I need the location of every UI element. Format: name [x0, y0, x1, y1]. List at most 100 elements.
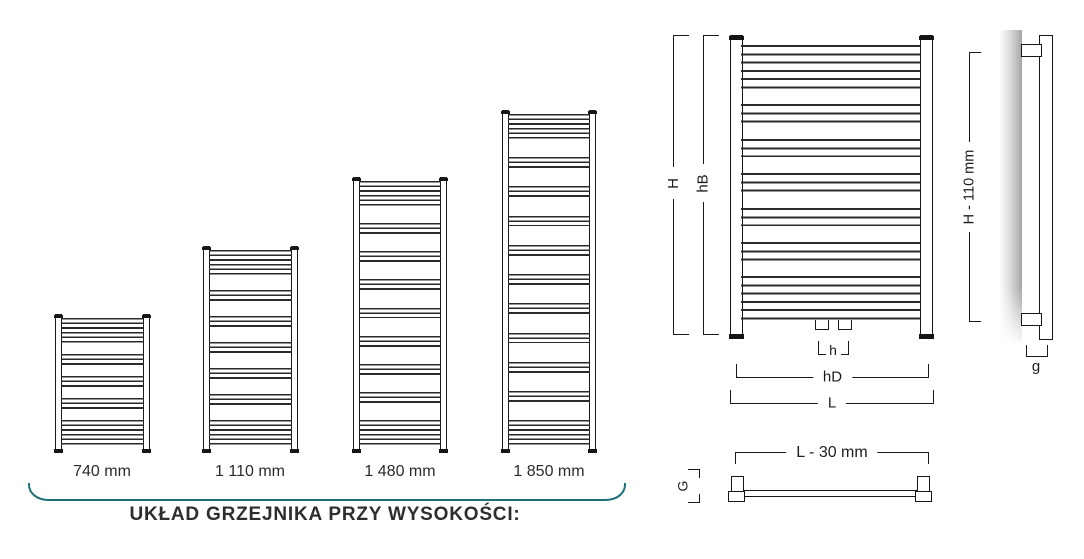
tube-group [209, 420, 292, 445]
dim-tick [673, 35, 689, 37]
tube-group [209, 368, 292, 379]
tube-group [741, 138, 920, 158]
tube-group [741, 45, 920, 89]
tube-group [508, 332, 590, 344]
radiator-figure-740 [53, 314, 152, 453]
wall-surface [999, 30, 1022, 345]
tube-group [508, 114, 590, 139]
rail-cap [53, 448, 64, 453]
dim-label-g: g [1031, 358, 1041, 375]
tube-group [359, 279, 441, 291]
dim-label-H110: H - 110 mm [956, 142, 982, 232]
rail-cap [201, 246, 212, 251]
top-view-cap [917, 476, 930, 492]
tube-group [359, 335, 441, 347]
collector-cap [919, 35, 934, 40]
height-label-1850: 1 850 mm [513, 463, 585, 480]
dim-tick [673, 333, 689, 335]
G-mark-bottom [688, 494, 700, 503]
tube-group [741, 173, 920, 192]
top-view-cap [731, 476, 744, 492]
radiator-figure-1850 [500, 110, 598, 453]
radiator-rail [289, 246, 300, 453]
rail-cap [587, 448, 598, 453]
dim-label-hD: hD [812, 368, 853, 386]
rail-cap [500, 110, 511, 115]
tube-group [508, 186, 590, 198]
wall-mount-top [1021, 44, 1042, 57]
connection-stub [838, 320, 852, 330]
tube-group [209, 315, 292, 327]
tube-group [359, 222, 441, 234]
rail-cap [289, 246, 300, 251]
radiator-side-profile [1039, 35, 1053, 340]
tube-group [508, 420, 590, 445]
tube-group [61, 398, 144, 410]
tube-group [209, 289, 292, 301]
rail-cap [141, 314, 152, 319]
tube-group [741, 104, 920, 123]
height-label-1480: 1 480 mm [364, 463, 436, 480]
radiator-rail [438, 177, 449, 453]
dim-bracket-hD: hD [736, 364, 929, 386]
wall-mount-bottom [1021, 313, 1042, 326]
tube-group [508, 244, 590, 256]
dim-label-L30: L - 30 mm [786, 444, 878, 462]
radiator-tubes [61, 318, 144, 445]
dim-bracket-L30: L - 30 mm [735, 444, 929, 464]
h-mark-right [841, 341, 849, 355]
tube-group [209, 250, 292, 275]
tube-group [61, 318, 144, 343]
dim-label-hB: hB [690, 164, 717, 202]
tube-group [359, 420, 441, 445]
tube-group [61, 376, 144, 387]
diagram-caption: UKŁAD GRZEJNIKA PRZY WYSOKOŚCI: [129, 504, 521, 525]
radiator-rail [141, 314, 152, 453]
top-view-tube [744, 490, 921, 497]
front-view-tubes [741, 45, 920, 320]
rail-cap [500, 448, 511, 453]
collector-right [919, 35, 934, 339]
tube-group [508, 361, 590, 373]
dim-tick [703, 35, 719, 37]
dim-label-G: G [674, 477, 691, 494]
tube-group [61, 353, 144, 365]
radiator-tubes [209, 250, 292, 445]
tube-group [359, 251, 441, 262]
connection-stub [815, 320, 829, 330]
tube-group [741, 207, 920, 227]
tube-group [508, 391, 590, 402]
collector-cap [729, 334, 744, 339]
tube-group [508, 274, 590, 285]
top-view-cap [915, 491, 932, 502]
rail-cap [438, 177, 449, 182]
height-label-740: 740 mm [73, 463, 131, 480]
collector-cap [729, 35, 744, 40]
tube-group [741, 276, 920, 320]
rail-cap [201, 448, 212, 453]
dim-label-h: h [829, 342, 837, 358]
dim-bracket-g [1026, 345, 1048, 357]
rail-cap [53, 314, 64, 319]
tube-group [741, 242, 920, 261]
group-brace [28, 483, 626, 501]
rail-cap [587, 110, 598, 115]
radiator-tubes [359, 181, 441, 445]
tube-group [209, 342, 292, 353]
tube-group [61, 420, 144, 445]
tube-group [359, 363, 441, 375]
dim-label-H: H [660, 167, 687, 199]
rail-cap [438, 448, 449, 453]
radiator-rail [587, 110, 598, 453]
h-mark-left [818, 341, 826, 355]
G-mark-top [688, 469, 700, 478]
rail-cap [351, 448, 362, 453]
height-label-1110: 1 110 mm [215, 463, 285, 480]
dim-tick [969, 52, 981, 54]
dim-label-L: L [817, 394, 847, 412]
tube-group [359, 181, 441, 206]
rail-cap [141, 448, 152, 453]
radiator-tubes [508, 114, 590, 445]
tube-group [359, 392, 441, 403]
